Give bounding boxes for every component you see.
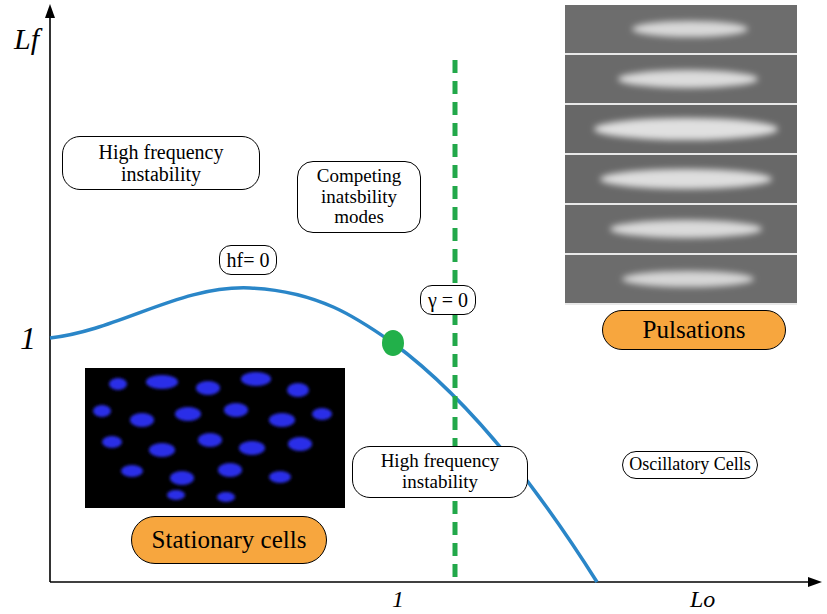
- cell-spot: [109, 378, 127, 390]
- image-frame: [565, 5, 797, 305]
- region-label: High frequency instability: [62, 136, 260, 190]
- cell-spot: [121, 465, 143, 477]
- y-axis-arrow: [45, 4, 55, 18]
- image-strip: [565, 255, 797, 303]
- codimension-point: [382, 330, 404, 356]
- cell-spot: [130, 413, 154, 427]
- curve-label: hf= 0: [219, 245, 278, 275]
- node-text: Stationary cells: [152, 526, 307, 554]
- cell-spot: [167, 490, 185, 500]
- cell-spot: [241, 372, 271, 386]
- image-caption: Stationary cells: [131, 516, 328, 564]
- image-strip: [565, 155, 797, 203]
- y-axis: [49, 14, 51, 582]
- region-label: Competing inatsbility modes: [297, 161, 421, 234]
- node-text: Oscillatory Cells: [629, 455, 750, 475]
- cell-spot: [175, 407, 201, 421]
- cell-spot: [198, 433, 222, 447]
- image-caption: Pulsations: [602, 310, 787, 350]
- plasma-glow: [622, 271, 754, 287]
- x-axis: [50, 581, 812, 583]
- cell-spot: [218, 463, 242, 477]
- axis-label: Lf: [14, 24, 39, 54]
- pulsations-image: [565, 5, 797, 305]
- plasma-glow: [618, 70, 758, 88]
- x-axis-arrow: [808, 577, 822, 587]
- cell-spot: [102, 436, 122, 448]
- cell-spot: [269, 413, 295, 427]
- gamma-zero-line: [453, 60, 458, 582]
- cell-spot: [312, 408, 332, 420]
- image-strip: [565, 5, 797, 53]
- region-label: High frequency instability: [352, 446, 528, 498]
- plasma-glow: [594, 118, 778, 140]
- cell-spot: [196, 381, 220, 395]
- plasma-glow: [632, 21, 748, 37]
- region-label: Oscillatory Cells: [622, 451, 757, 479]
- image-strip: [565, 205, 797, 253]
- cell-spot: [269, 471, 291, 483]
- image-frame: [85, 368, 345, 508]
- node-text: Pulsations: [643, 316, 746, 344]
- stability-boundary-curve: [50, 288, 597, 582]
- stationary-cells-image: [85, 368, 345, 508]
- cell-spot: [224, 403, 248, 417]
- cell-spot: [146, 375, 178, 389]
- cell-spot: [149, 443, 175, 457]
- node-text: High frequency instability: [71, 141, 251, 185]
- node-text: hf= 0: [227, 249, 270, 271]
- plasma-glow: [600, 169, 772, 189]
- cell-spot: [239, 441, 265, 455]
- node-text: Competing inatsbility modes: [303, 166, 415, 229]
- plasma-glow: [610, 220, 762, 238]
- cell-spot: [288, 437, 312, 451]
- image-strip: [565, 55, 797, 103]
- cell-spot: [93, 405, 111, 417]
- axis-label: Lo: [690, 587, 715, 611]
- node-text: γ = 0: [428, 289, 468, 311]
- node-text: High frequency instability: [360, 451, 520, 493]
- cell-spot: [287, 383, 309, 397]
- line-label: γ = 0: [420, 285, 476, 315]
- axis-label: 1: [392, 587, 404, 611]
- image-strip: [565, 105, 797, 153]
- cell-spot: [170, 471, 194, 485]
- axis-label: 1: [20, 322, 36, 354]
- cell-spot: [217, 492, 235, 502]
